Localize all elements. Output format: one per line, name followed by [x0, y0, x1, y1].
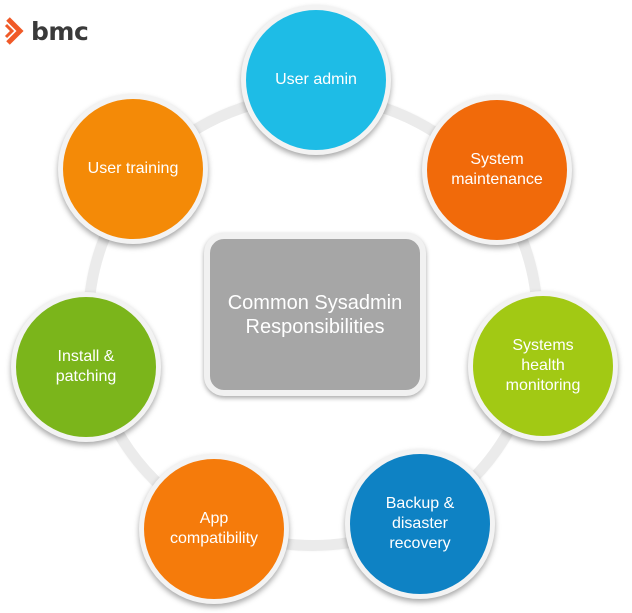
- node-app-compatibility: App compatibility: [139, 454, 289, 604]
- node-label: Systems health monitoring: [505, 337, 581, 394]
- node-label: User admin: [275, 71, 357, 88]
- node-user-admin: User admin: [241, 5, 391, 155]
- center-box: Common Sysadmin Responsibilities: [204, 233, 426, 396]
- bmc-logo: bmc: [4, 14, 89, 48]
- node-systems-health-monitoring: Systems health monitoring: [468, 291, 618, 441]
- node-user-training: User training: [58, 94, 208, 244]
- node-install-patching: Install & patching: [11, 292, 161, 442]
- logo-text: bmc: [31, 16, 89, 46]
- node-system-maintenance: System maintenance: [422, 95, 572, 245]
- node-label: App compatibility: [169, 510, 259, 547]
- bmc-chevron-icon: [4, 17, 24, 45]
- center-label: Common Sysadmin Responsibilities: [227, 291, 403, 338]
- node-backup-disaster-recovery: Backup & disaster recovery: [345, 449, 495, 599]
- node-label: System maintenance: [451, 151, 543, 188]
- node-label: Install & patching: [55, 348, 117, 385]
- node-label: Backup & disaster recovery: [385, 495, 455, 552]
- node-label: User training: [87, 160, 179, 177]
